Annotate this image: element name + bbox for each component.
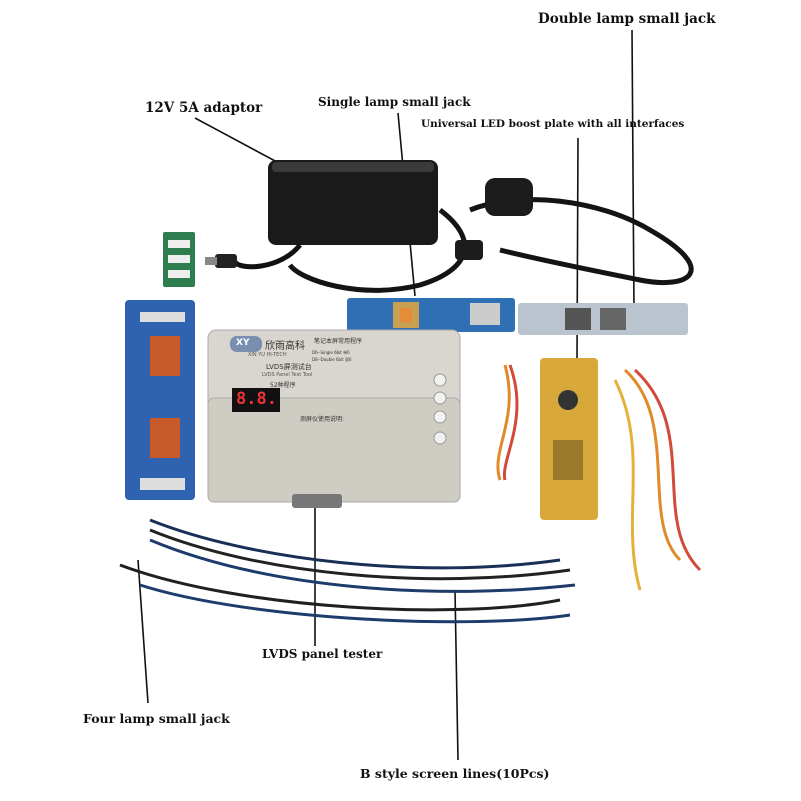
tester-mode-header: 笔记本屏常用程序 [314, 338, 363, 345]
lvds-tester-device [207, 329, 461, 508]
tester-title-cn: LVDS屏测试台 [266, 363, 312, 371]
tester-program: 52种程序 [270, 382, 296, 389]
label-adaptor: 12V 5A adaptor [145, 100, 263, 116]
power-adaptor [205, 160, 694, 293]
led-boost-board [540, 358, 598, 520]
tester-seven-segment-display: 8.8. [236, 389, 277, 409]
tester-notice: 测屏仪使用说明: [300, 416, 345, 423]
label-four-lamp: Four lamp small jack [83, 711, 230, 726]
label-led-boost: Universal LED boost plate with all inter… [421, 118, 685, 130]
small-connector-board [163, 232, 195, 287]
label-single-lamp: Single lamp small jack [318, 95, 471, 109]
single-lamp-inverter [347, 298, 515, 332]
tester-logo: XY [236, 338, 250, 348]
tester-brand: 欣雨高科 [265, 341, 305, 352]
cables [119, 364, 702, 624]
double-lamp-inverter [518, 303, 688, 335]
label-screen-lines: B style screen lines(10Pcs) [360, 766, 550, 781]
label-double-lamp: Double lamp small jack [538, 11, 716, 27]
tester-subtitle: XIN YU HI-TECH [248, 352, 287, 358]
tester-title-en: LVDS Panel Test Tool [262, 372, 313, 378]
four-lamp-inverter [125, 300, 195, 500]
tester-mode-line1: D6--Single 6bit 单6 [312, 350, 350, 355]
label-lvds-tester: LVDS panel tester [262, 647, 383, 661]
tester-mode-line2: D8--Double 6bit 双6 [312, 357, 352, 362]
